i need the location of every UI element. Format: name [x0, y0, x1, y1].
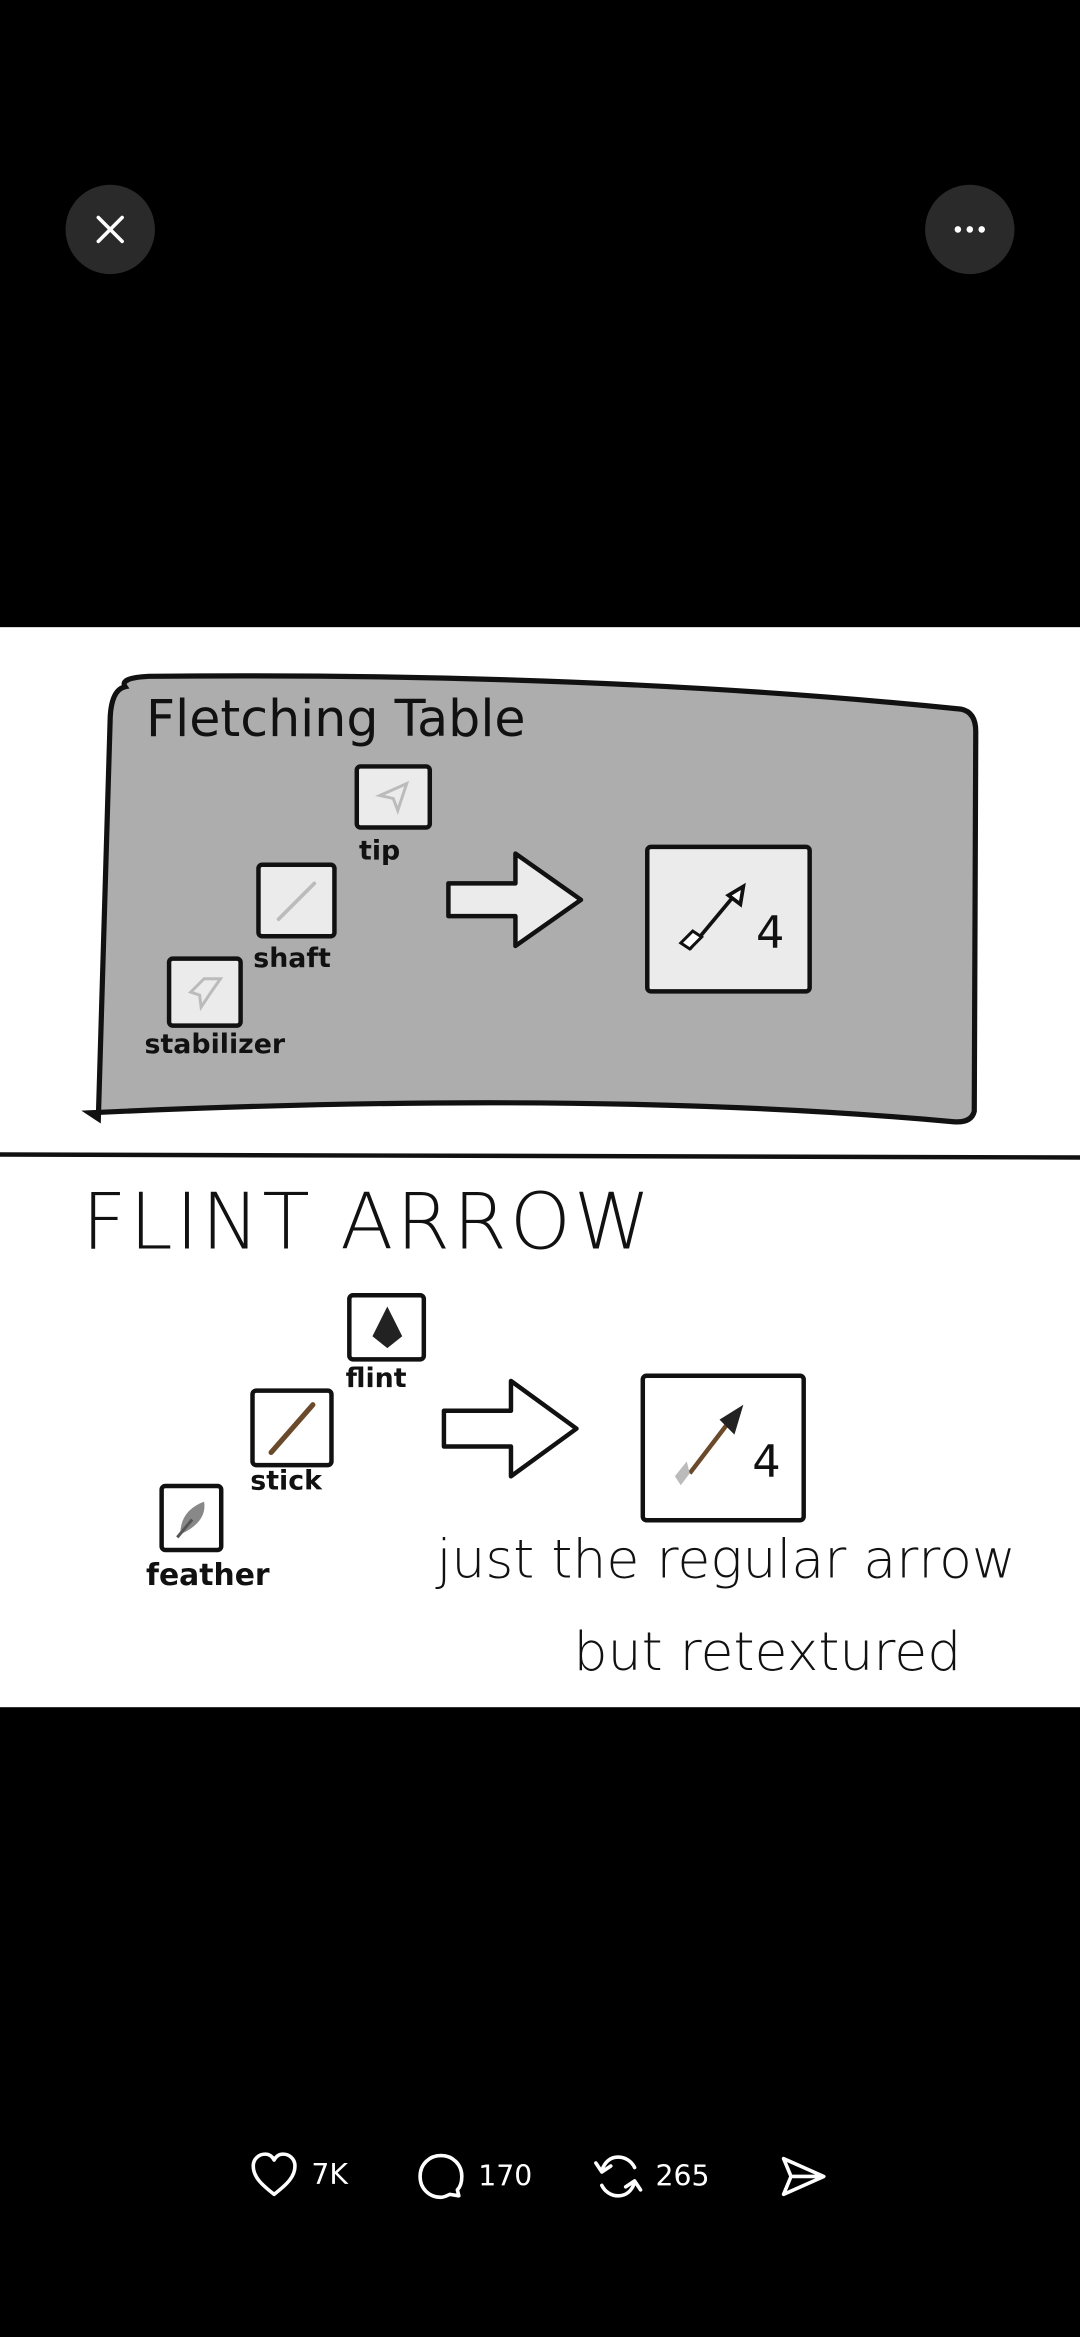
- feather-slot: [159, 1483, 224, 1553]
- stabilizer-icon: [187, 977, 223, 1012]
- stick-slot: [250, 1388, 334, 1468]
- heart-icon: [251, 2152, 297, 2197]
- like-count: 7K: [311, 2158, 348, 2192]
- shaft-label: shaft: [253, 942, 331, 975]
- reply-count: 170: [478, 2160, 533, 2193]
- crafting-arrow-icon: [446, 851, 584, 949]
- flint-arrow-icon: [674, 1404, 744, 1486]
- caption-line-2: but retextured: [573, 1622, 962, 1684]
- post-image[interactable]: Fletching Table tip shaft stabilizer 4 F…: [0, 627, 1080, 1708]
- like-button[interactable]: 7K: [249, 2151, 348, 2199]
- close-icon: [96, 215, 124, 244]
- shaft-slot: [256, 862, 337, 939]
- arrow-tip-icon: [375, 780, 410, 815]
- repost-button[interactable]: 265: [593, 2151, 710, 2202]
- shaft-icon: [276, 880, 317, 921]
- crafting-arrow-icon-2: [441, 1378, 579, 1479]
- result-slot-arrow: 4: [645, 844, 812, 994]
- comment-icon: [418, 2153, 464, 2200]
- flint-slot: [347, 1293, 427, 1362]
- reply-button[interactable]: 170: [416, 2151, 533, 2202]
- repost-icon: [594, 2155, 643, 2198]
- flint-icon: [371, 1306, 402, 1349]
- tip-label: tip: [359, 835, 401, 868]
- stabilizer-label: stabilizer: [144, 1029, 286, 1061]
- feather-icon: [175, 1501, 204, 1539]
- share-button[interactable]: [778, 2151, 841, 2202]
- more-horizontal-icon: [954, 226, 985, 233]
- result-slot-flint-arrow: 4: [640, 1373, 806, 1523]
- panel2-title: FLINT ARROW: [81, 1178, 654, 1268]
- stabilizer-slot: [166, 956, 243, 1028]
- more-options-button[interactable]: [925, 184, 1015, 275]
- stick-label: stick: [250, 1465, 322, 1498]
- caption-line-1: just the regular arrow: [436, 1529, 1016, 1591]
- repost-count: 265: [655, 2160, 710, 2193]
- flint-label: flint: [345, 1363, 407, 1395]
- stick-icon: [268, 1401, 316, 1455]
- tip-slot: [354, 764, 433, 830]
- result-count-2: 4: [752, 1435, 781, 1488]
- send-icon: [781, 2156, 826, 2197]
- panel1-title: Fletching Table: [145, 689, 526, 750]
- close-button[interactable]: [65, 184, 155, 275]
- arrow-icon: [679, 882, 747, 951]
- feather-label: feather: [145, 1556, 270, 1593]
- result-count: 4: [755, 906, 785, 959]
